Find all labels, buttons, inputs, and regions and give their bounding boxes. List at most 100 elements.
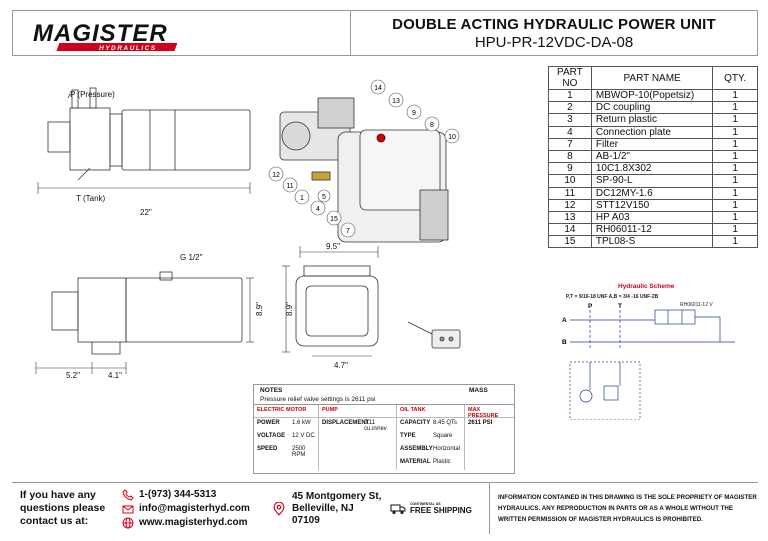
part-name-cell: RH06011-12 bbox=[590, 223, 714, 237]
part-qty-cell: 1 bbox=[712, 198, 758, 212]
phone-line: 1-(973) 344-5313 bbox=[122, 488, 250, 502]
type-label: TYPE bbox=[400, 433, 416, 439]
capacity-value: 8.45 QTs bbox=[430, 418, 465, 431]
part-no-cell: 7 bbox=[548, 137, 592, 151]
pressure-port-label: P (Pressure) bbox=[70, 90, 115, 99]
callout-7: 7 bbox=[346, 228, 350, 235]
spec-category-row: ELECTRIC MOTOR PUMP OIL TANK MAX PRESSUR… bbox=[254, 405, 514, 419]
schematic-p-label: P bbox=[588, 303, 593, 310]
col-part-name: PART NAME bbox=[590, 66, 714, 90]
callout-5: 5 bbox=[322, 194, 326, 201]
spec-electric-motor: ELECTRIC MOTOR bbox=[254, 405, 319, 417]
email-line: info@magisterhyd.com bbox=[122, 502, 250, 516]
address-line-3: 07109 bbox=[292, 514, 320, 526]
schematic-port-spec: P,T = 9/16-18 UNF A,B = 3/4 -16 UNF-2B bbox=[566, 294, 659, 300]
schematic-valve-label: RH06011-12 V bbox=[680, 302, 713, 308]
spec-max-pressure: MAX PRESSURE bbox=[468, 407, 499, 419]
model-number: HPU-PR-12VDC-DA-08 bbox=[474, 33, 634, 51]
assembly-value: Horizontal bbox=[430, 444, 465, 457]
contact-prompt: If you have any questions please contact… bbox=[20, 489, 106, 527]
type-value: Square bbox=[430, 431, 465, 444]
part-no-cell: 2 bbox=[548, 101, 592, 115]
address-line-2: Belleville, NJ bbox=[292, 502, 354, 514]
free-shipping-text: FREE SHIPPING bbox=[410, 506, 472, 515]
hydraulic-schematic: Hydraulic Scheme P,T = 9/16-18 UNF A,B =… bbox=[562, 283, 735, 420]
speed-label: SPEED bbox=[257, 446, 278, 452]
schematic-a-label: A bbox=[562, 317, 567, 324]
notes-spec-table: NOTES MASS Pressure relief valve setting… bbox=[253, 384, 515, 474]
spec-row-2: VOLTAGE 12 V DC TYPE Square bbox=[254, 431, 514, 444]
logo: MAGISTER HYDRAULICS bbox=[13, 11, 351, 55]
callout-14: 14 bbox=[374, 85, 382, 92]
voltage-label: VOLTAGE bbox=[257, 433, 286, 439]
legal-notice: INFORMATION CONTAINED IN THIS DRAWING IS… bbox=[498, 494, 757, 523]
contact-list: 1-(973) 344-5313 info@magisterhyd.com ww… bbox=[122, 483, 272, 534]
max-pressure-value: 2611 PSI bbox=[468, 420, 493, 426]
address-block: 45 Montgomery St, Belleville, NJ 07109 bbox=[272, 483, 390, 534]
part-no-cell: 13 bbox=[548, 210, 592, 225]
address-line-1: 45 Montgomery St, bbox=[292, 490, 382, 502]
part-no-cell: 14 bbox=[548, 223, 592, 237]
height-dimension-side: 8.9" bbox=[255, 302, 264, 316]
website-link[interactable]: www.magisterhyd.com bbox=[139, 516, 248, 528]
part-no-cell: 8 bbox=[548, 149, 592, 164]
power-value: 1.6 kW bbox=[289, 418, 319, 431]
height-dimension-front: 8.9" bbox=[285, 302, 294, 316]
part-qty-cell: 1 bbox=[712, 113, 758, 127]
technical-drawing: 14 13 9 8 10 12 11 1 4 15 7 5 P (Pr bbox=[35, 79, 461, 380]
depth-dimension: 4.7" bbox=[334, 361, 348, 370]
spec-row-1: POWER 1.6 kW DISPLACEMENT 0.11 cu.in/rev… bbox=[254, 418, 514, 432]
part-no-cell: 15 bbox=[548, 235, 592, 249]
part-name-cell: SP-90-L bbox=[590, 174, 714, 188]
spec-row-4: MATERIAL Plastic bbox=[254, 457, 514, 470]
tank-side-view bbox=[121, 109, 251, 171]
part-name-cell: TPL08-S bbox=[590, 235, 714, 249]
voltage-value: 12 V DC bbox=[289, 431, 319, 444]
notes-header: NOTES MASS Pressure relief valve setting… bbox=[254, 385, 514, 405]
part-qty-cell: 1 bbox=[712, 235, 758, 249]
part-no-cell: 3 bbox=[548, 113, 592, 127]
tank-port-label: T (Tank) bbox=[76, 194, 106, 203]
part-name-cell: Connection plate bbox=[590, 125, 714, 139]
displacement-label: DISPLACEMENT bbox=[322, 420, 370, 426]
part-qty-cell: 1 bbox=[712, 137, 758, 151]
phone-icon bbox=[122, 488, 134, 501]
callout-12: 12 bbox=[272, 172, 280, 179]
callout-1: 1 bbox=[300, 195, 304, 202]
part-qty-cell: 1 bbox=[712, 223, 758, 237]
drawing-title: DOUBLE ACTING HYDRAULIC POWER UNIT bbox=[392, 15, 716, 33]
notes-text: Pressure relief valve settings is 2611 p… bbox=[260, 396, 376, 403]
part-qty-cell: 1 bbox=[712, 149, 758, 164]
fill-port-label: G 1/2" bbox=[180, 253, 203, 262]
phone-number[interactable]: 1-(973) 344-5313 bbox=[139, 488, 217, 500]
valve-block-top bbox=[69, 107, 111, 171]
spec-oil-tank: OIL TANK bbox=[397, 405, 465, 417]
svg-text:HYDRAULICS: HYDRAULICS bbox=[99, 45, 157, 52]
part-name-cell: HP A03 bbox=[590, 210, 714, 225]
shipping-badge: CONTINENTAL US FREE SHIPPING bbox=[390, 483, 490, 534]
material-value: Plastic bbox=[430, 457, 465, 470]
part-qty-cell: 1 bbox=[712, 125, 758, 139]
isometric-view bbox=[279, 97, 449, 243]
schematic-b-label: B bbox=[562, 339, 567, 346]
part-name-cell: DC12MY-1.6 bbox=[590, 186, 714, 200]
part-no-cell: 9 bbox=[548, 162, 592, 176]
title-area: DOUBLE ACTING HYDRAULIC POWER UNIT HPU-P… bbox=[351, 11, 757, 55]
callout-11: 11 bbox=[286, 183, 293, 190]
material-label: MATERIAL bbox=[400, 459, 431, 465]
parts-table-header: PART NO PART NAME QTY. bbox=[548, 66, 758, 90]
mass-title: MASS bbox=[469, 387, 488, 394]
tank-bottom-view bbox=[125, 277, 243, 343]
part-qty-cell: 1 bbox=[712, 210, 758, 225]
part-name-cell: Return plastic bbox=[590, 113, 714, 127]
email-icon bbox=[122, 505, 134, 513]
base-dimension-b: 4.1" bbox=[108, 371, 122, 380]
end-cap-left bbox=[47, 121, 71, 153]
email-link[interactable]: info@magisterhyd.com bbox=[139, 502, 250, 514]
